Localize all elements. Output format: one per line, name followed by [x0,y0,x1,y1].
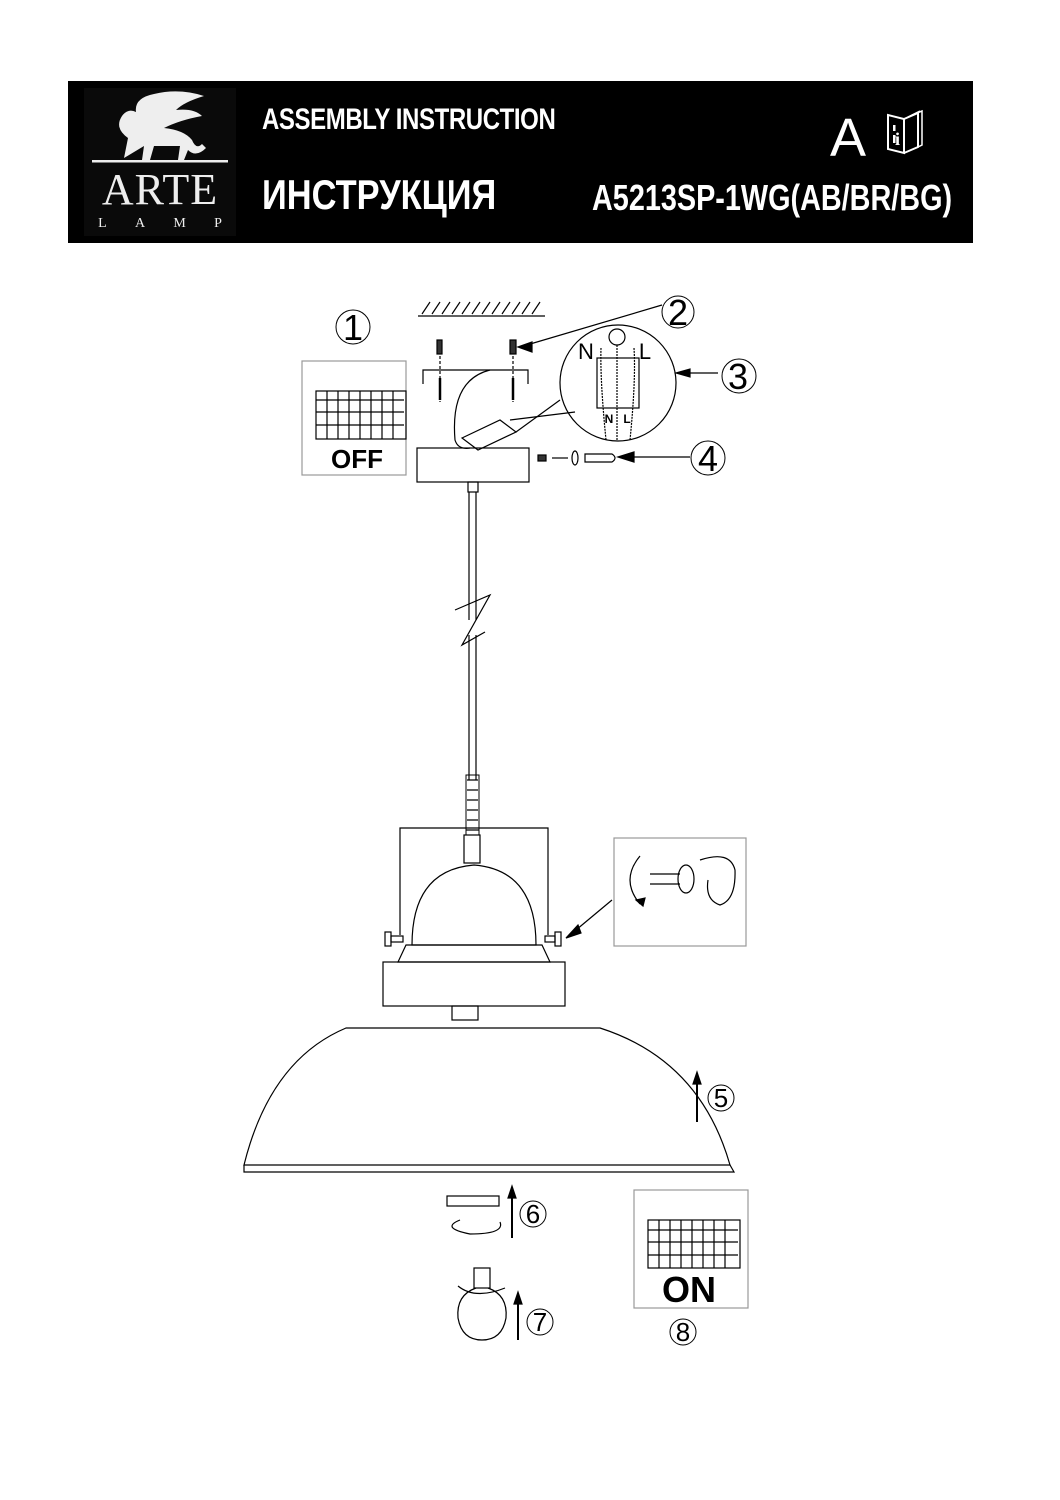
logo-letter: P [214,216,222,231]
document-letter: A [830,108,867,168]
title-russian: ИНСТРУКЦИЯ [262,171,497,218]
canopy-screw [537,450,616,466]
step-8-label: 8 [676,1317,690,1347]
wiring-detail-circle [559,324,677,442]
switch-on-label: ON [662,1269,716,1310]
side-knobs [384,931,562,947]
ceiling-hatch [418,301,545,317]
title-english: ASSEMBLY INSTRUCTION [262,103,556,136]
step-2-label: 2 [668,292,688,333]
lamp-socket-ring [382,961,566,1007]
switch-off-label: OFF [331,444,383,474]
logo-letter: A [134,216,146,231]
mounting-bracket [422,369,529,384]
logo-text: ARTE [101,165,219,214]
light-bulb [457,1267,507,1341]
live-label: L [639,339,651,364]
step-3-label: 3 [728,356,748,397]
logo-subtext: L A M P [84,216,236,232]
header-banner: ARTE L A M P ASSEMBLY INSTRUCTION ИНСТРУ… [68,81,973,243]
neutral-label: N [578,339,594,364]
wire [453,369,491,449]
model-number: A5213SP-1WG(AB/BR/BG) [592,177,953,218]
step-7-label: 7 [533,1307,547,1337]
ceiling-canopy [416,447,530,483]
retaining-ring [446,1195,500,1207]
logo-letter: L [98,216,107,231]
logo-letter: M [173,216,186,231]
book-info-icon: i [887,109,923,155]
suspension-rod [454,492,492,836]
lamp-shade [243,1027,731,1166]
wall-anchors [436,339,517,402]
neutral-terminal-label: N [605,412,614,426]
switch-terminals [315,390,407,440]
live-terminal-label: L [623,412,630,426]
switch-on-panel [633,1189,749,1309]
terminal-block [460,419,518,451]
arte-lamp-logo: ARTE L A M P [84,88,236,236]
switch-terminals [647,1219,741,1269]
knob-detail-panel [613,837,747,947]
yoke-bracket [399,827,549,935]
step-1-label: 1 [343,307,363,348]
step-4-label: 4 [698,438,718,479]
winged-lion-icon [92,91,228,163]
lamp-dome [411,864,537,946]
svg-text:i: i [895,129,900,149]
step-5-label: 5 [714,1083,728,1113]
step-6-label: 6 [526,1199,540,1229]
